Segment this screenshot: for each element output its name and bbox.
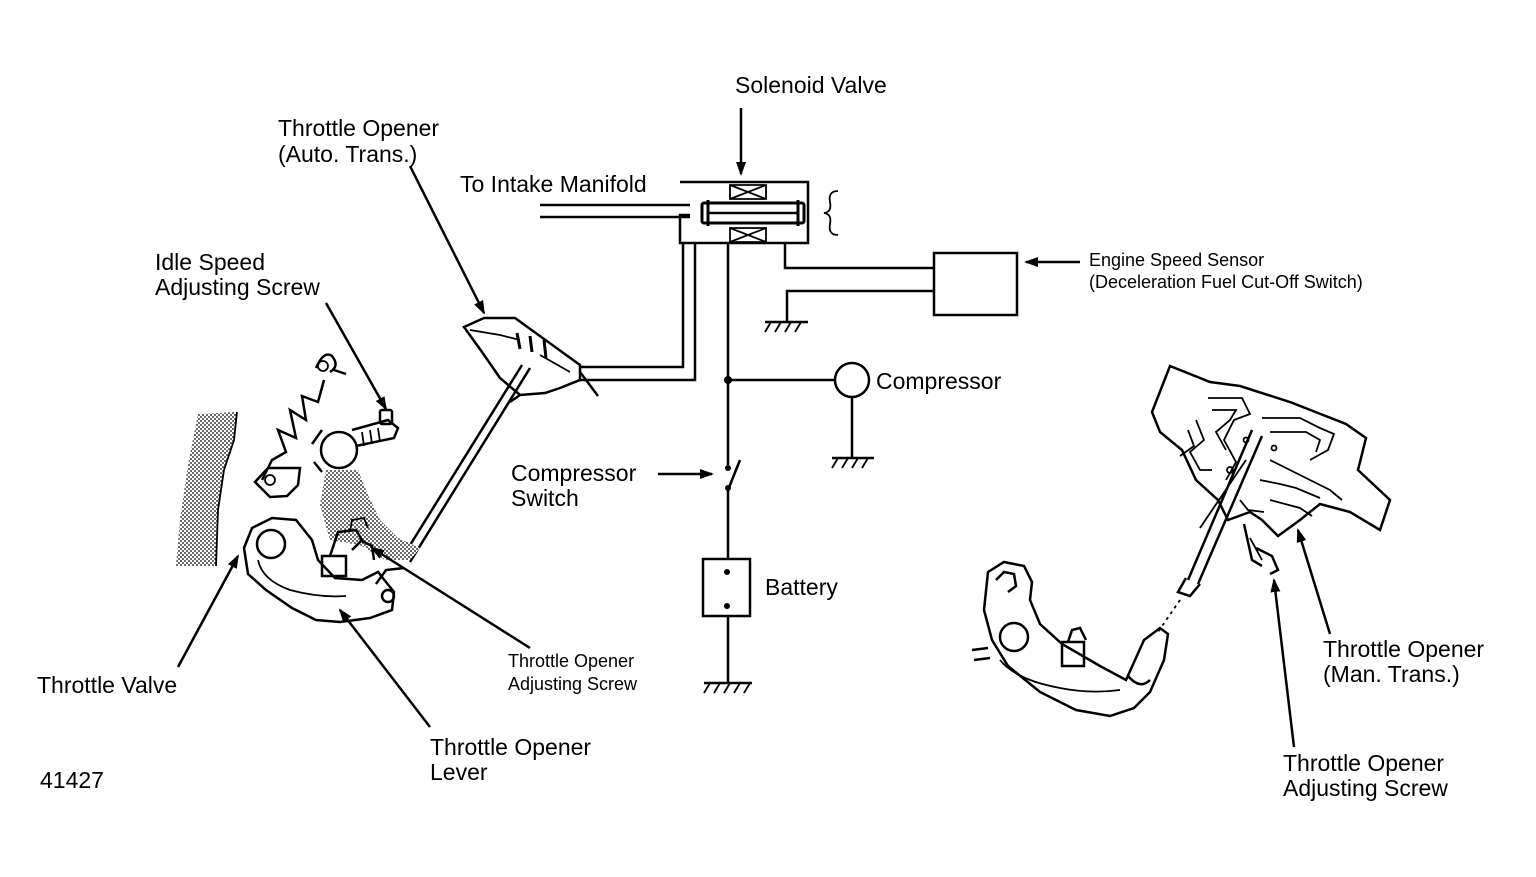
engine-speed-sensor bbox=[764, 243, 1019, 333]
throttle-opener-lever-label-line1: Throttle Opener bbox=[430, 734, 591, 760]
battery-symbol bbox=[701, 557, 752, 694]
compressor-switch-label-line1: Compressor bbox=[511, 460, 637, 486]
throttle-opener-lever-label-line2: Lever bbox=[430, 759, 488, 785]
compressor-symbol bbox=[831, 361, 874, 469]
throttle-opener-auto-actuator bbox=[400, 316, 599, 563]
solenoid-circuit-wire bbox=[724, 243, 834, 560]
throttle-opener-lever-pointer bbox=[338, 608, 431, 728]
intake-manifold-pipe bbox=[540, 203, 690, 219]
throttle-opener-auto-label-line1: Throttle Opener bbox=[278, 115, 439, 141]
throttle-opener-man-label-line1: Throttle Opener bbox=[1323, 636, 1484, 662]
throttle-opener-adj-right-pointer bbox=[1270, 578, 1296, 748]
throttle-opener-auto-label-line2: (Auto. Trans.) bbox=[278, 141, 417, 167]
to-intake-manifold-label: To Intake Manifold bbox=[460, 171, 647, 197]
figure-id: 41427 bbox=[40, 767, 104, 793]
solenoid-valve-label: Solenoid Valve bbox=[735, 72, 887, 98]
throttle-opener-adj-right-label-line2: Adjusting Screw bbox=[1283, 775, 1448, 801]
throttle-body-right bbox=[971, 364, 1392, 718]
compressor-label: Compressor bbox=[876, 368, 1002, 394]
idle-speed-screw-label-line1: Idle Speed bbox=[155, 249, 265, 275]
vacuum-hose bbox=[580, 243, 697, 382]
throttle-opener-auto-pointer bbox=[408, 165, 486, 315]
throttle-valve-label: Throttle Valve bbox=[37, 672, 177, 698]
engine-speed-sensor-label-line2: (Deceleration Fuel Cut-Off Switch) bbox=[1089, 272, 1363, 292]
throttle-opener-adj-left-label-line1: Throttle Opener bbox=[508, 651, 634, 671]
throttle-body-left bbox=[176, 353, 420, 624]
battery-label: Battery bbox=[765, 574, 838, 600]
throttle-opener-adj-left-pointer bbox=[370, 546, 531, 650]
throttle-opener-adj-left-label-line2: Adjusting Screw bbox=[508, 674, 638, 694]
throttle-valve-pointer bbox=[176, 554, 240, 668]
throttle-opener-man-pointer bbox=[1296, 528, 1332, 635]
compressor-switch-label-line2: Switch bbox=[511, 485, 579, 511]
throttle-opener-adj-right-label-line1: Throttle Opener bbox=[1283, 750, 1444, 776]
solenoid-valve bbox=[678, 180, 839, 245]
throttle-opener-man-label-line2: (Man. Trans.) bbox=[1323, 661, 1460, 687]
idle-speed-screw-label-line2: Adjusting Screw bbox=[155, 274, 320, 300]
idle-speed-screw-pointer bbox=[324, 302, 388, 411]
engine-speed-sensor-label-line1: Engine Speed Sensor bbox=[1089, 250, 1264, 270]
